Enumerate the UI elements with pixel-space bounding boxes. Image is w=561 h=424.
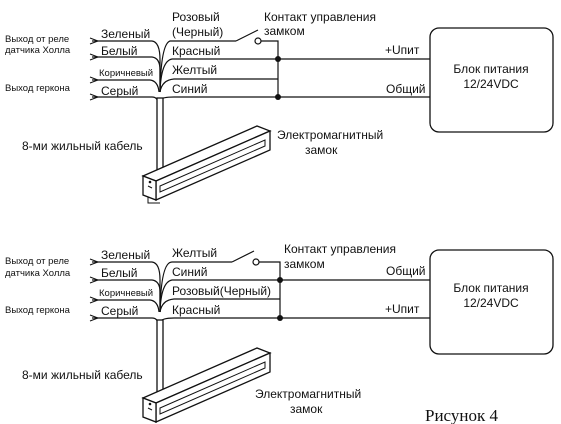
hall-output-label-line1: Выход от реле	[5, 256, 69, 267]
power-supply-box	[429, 249, 554, 355]
wire-label-gray: Серый	[101, 84, 138, 98]
wire-pink-black	[159, 298, 280, 313]
cable-label: 8-ми жильный кабель	[22, 368, 143, 382]
junction-dot	[277, 277, 283, 283]
wire-red	[159, 58, 430, 93]
junction-dot	[275, 94, 281, 100]
wire-gray	[92, 317, 159, 326]
wire-label-pink: Розовый	[172, 10, 220, 24]
diagram-top: Выход от реле датчика Холла Выход геркон…	[5, 10, 554, 204]
wire-brown	[92, 79, 160, 93]
rail-label-common: Общий	[386, 264, 426, 278]
wire-white	[92, 56, 161, 92]
cable-label: 8-ми жильный кабель	[22, 139, 143, 153]
wire-label-black: (Черный)	[172, 25, 223, 39]
wire-red	[159, 317, 430, 323]
wire-gray	[92, 96, 159, 105]
rail-label-plus: +Uпит	[385, 302, 420, 316]
hall-output-label-line1: Выход от реле	[5, 34, 69, 45]
psu-label-line1: Блок питания	[453, 281, 528, 295]
wire-label-red: Красный	[172, 44, 220, 58]
power-supply-box	[429, 27, 554, 133]
psu-label-line1: Блок питания	[453, 62, 528, 76]
wire-label-yellow: Желтый	[172, 246, 217, 260]
rail-label-common: Общий	[386, 82, 426, 96]
diagram-bottom: Выход от реле датчика Холла Выход геркон…	[5, 242, 554, 423]
lock-label-line1: Электромагнитный	[277, 128, 383, 142]
reed-output-label: Выход геркона	[5, 305, 71, 316]
rail-label-plus: +Uпит	[385, 43, 420, 57]
wire-green	[92, 261, 161, 312]
hall-output-label-line2: датчика Холла	[5, 268, 71, 279]
wire-label-blue: Синий	[172, 265, 207, 279]
wire-label-yellow: Желтый	[172, 63, 217, 77]
cable-sheath	[156, 319, 164, 397]
wire-brown	[92, 299, 160, 313]
psu-label-line2: 12/24VDC	[463, 296, 519, 310]
contact-label-line2: замком	[284, 257, 325, 271]
figure-caption: Рисунок 4	[425, 406, 498, 424]
wire-label-brown: Коричневый	[99, 68, 153, 79]
wire-label-white: Белый	[101, 266, 137, 280]
lock-label-line2: замок	[290, 402, 323, 416]
contact-label-line1: Контакт управления	[264, 10, 376, 24]
lock-label-line1: Электромагнитный	[255, 387, 361, 401]
wire-label-green: Зеленый	[101, 248, 150, 262]
junction-dot	[275, 56, 281, 62]
wire-blue	[159, 279, 430, 313]
junction-dot	[277, 315, 283, 321]
wire-label-blue: Синий	[172, 82, 207, 96]
wire-white	[92, 279, 161, 312]
wire-label-pink-black: Розовый(Черный)	[172, 284, 271, 298]
wire-label-red: Красный	[172, 303, 220, 317]
control-switch	[231, 250, 281, 318]
control-switch	[235, 29, 279, 97]
wire-blue	[159, 96, 430, 101]
contact-label-line2: замком	[264, 24, 305, 38]
wire-label-green: Зеленый	[101, 27, 150, 41]
lock-label-line2: замок	[305, 143, 338, 157]
wire-green	[92, 40, 161, 92]
wire-yellow	[159, 78, 278, 93]
wire-label-white: Белый	[101, 44, 137, 58]
wire-label-brown: Коричневый	[99, 288, 153, 299]
contact-label-line1: Контакт управления	[284, 242, 396, 256]
hall-output-label-line2: датчика Холла	[5, 45, 71, 56]
wire-label-gray: Серый	[101, 304, 138, 318]
electromagnetic-lock	[141, 125, 272, 204]
reed-output-label: Выход геркона	[5, 83, 71, 94]
electromagnetic-lock	[141, 347, 272, 423]
cable-sheath	[156, 97, 164, 171]
psu-label-line2: 12/24VDC	[463, 77, 519, 91]
